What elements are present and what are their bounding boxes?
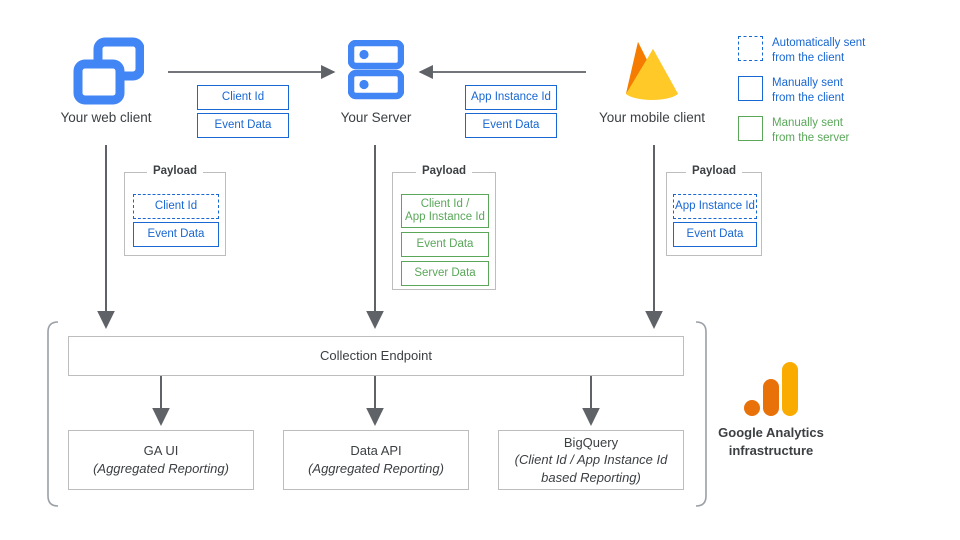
bigquery-subtitle-line1: (Client Id / App Instance Id	[514, 452, 668, 468]
payload-mobile-chip-app-instance-id: App Instance Id	[673, 194, 757, 219]
bracket-right	[695, 321, 707, 507]
legend-swatch-manual-client	[738, 76, 763, 101]
collection-endpoint-box[interactable]: Collection Endpoint	[68, 336, 684, 376]
payload-web-chip-event-data: Event Data	[133, 222, 219, 247]
legend-text-automatic-client: Automatically sent from the client	[772, 36, 865, 66]
payload-mobile: Payload App Instance Id Event Data	[666, 165, 762, 256]
ga-brand-line1: Google Analytics	[718, 425, 824, 440]
legend-auto-line1: Automatically sent	[772, 37, 866, 49]
web-client-icon	[73, 37, 144, 105]
payload-server-title: Payload	[415, 165, 473, 177]
bigquery-box[interactable]: BigQuery (Client Id / App Instance Id ba…	[498, 430, 684, 490]
legend-auto-line2: from the client	[772, 52, 845, 65]
transfer-chip-client-id: Client Id	[197, 85, 289, 110]
ga-ui-box[interactable]: GA UI (Aggregated Reporting)	[68, 430, 254, 490]
payload-server-chip-id-line1: Client Id /	[420, 197, 470, 210]
bracket-left	[47, 321, 59, 507]
transfer-chip-event-data: Event Data	[197, 113, 289, 138]
server-label: Your Server	[340, 110, 412, 125]
legend-text-manual-client: Manually sent from the client	[772, 76, 844, 106]
firebase-flame-icon	[626, 42, 678, 100]
mobile-client-label: Your mobile client	[598, 110, 706, 125]
payload-server-chip-id: Client Id / App Instance Id	[401, 194, 489, 228]
bigquery-title: BigQuery	[563, 434, 619, 450]
google-analytics-logo-icon	[744, 362, 798, 416]
payload-server-chip-event-data: Event Data	[401, 232, 489, 257]
legend-swatch-manual-server	[738, 116, 763, 141]
payload-mobile-title: Payload	[685, 165, 743, 177]
ga-brand-line2: infrastructure	[728, 442, 814, 458]
legend-text-manual-server: Manually sent from the server	[772, 116, 849, 146]
data-api-subtitle: (Aggregated Reporting)	[308, 461, 444, 476]
data-api-box[interactable]: Data API (Aggregated Reporting)	[283, 430, 469, 490]
payload-server-chip-id-line2: App Instance Id	[405, 211, 485, 223]
web-client-label: Your web client	[60, 110, 152, 125]
payload-web-chip-client-id: Client Id	[133, 194, 219, 219]
legend-manual-server-line1: Manually sent	[772, 117, 843, 129]
ga-ui-subtitle: (Aggregated Reporting)	[93, 461, 229, 476]
transfer-chip-app-instance-id: App Instance Id	[465, 85, 557, 110]
legend-manual-server-line2: from the server	[772, 132, 850, 145]
google-analytics-brand-label: Google Analytics infrastructure	[691, 424, 851, 459]
payload-web: Payload Client Id Event Data	[124, 165, 226, 256]
legend-manual-client-line1: Manually sent	[772, 77, 843, 89]
server-icon	[348, 40, 404, 100]
ga-ui-title: GA UI	[143, 443, 179, 459]
payload-mobile-chip-event-data: Event Data	[673, 222, 757, 247]
legend-manual-client-line2: from the client	[772, 92, 845, 105]
transfer-chip-event-data-mobile: Event Data	[465, 113, 557, 138]
bigquery-subtitle-line2: based Reporting)	[541, 469, 641, 485]
legend-swatch-automatic-client	[738, 36, 763, 61]
payload-server: Payload Client Id / App Instance Id Even…	[392, 165, 496, 290]
payload-web-title: Payload	[146, 165, 204, 177]
payload-server-chip-server-data: Server Data	[401, 261, 489, 286]
data-api-title: Data API	[350, 443, 402, 459]
